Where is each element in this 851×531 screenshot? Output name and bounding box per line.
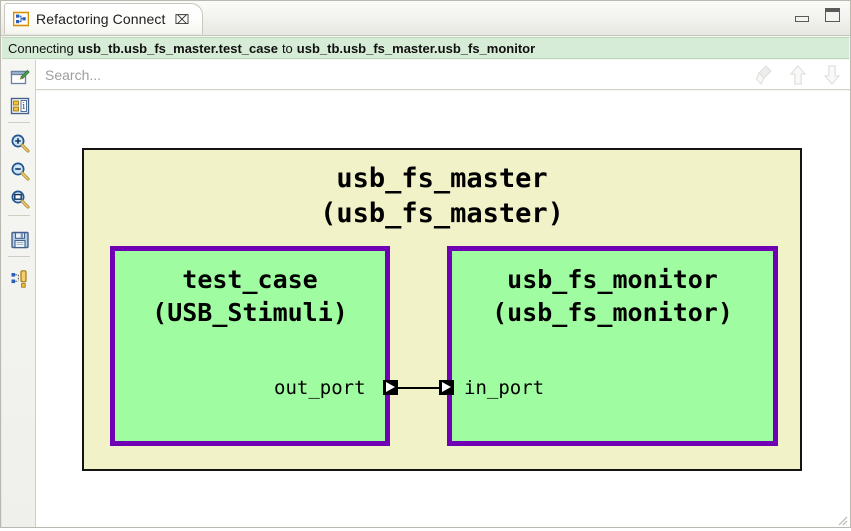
status-source-path: usb_tb.usb_fs_master.test_case <box>77 40 278 56</box>
zoom-in-icon[interactable] <box>10 133 30 153</box>
out-port-label: out_port <box>274 377 366 399</box>
right-block-title: usb_fs_monitor (usb_fs_monitor) <box>452 264 773 329</box>
outer-block-name: usb_fs_master <box>336 163 548 194</box>
search-actions <box>754 64 842 86</box>
left-block-name: test_case <box>182 265 318 294</box>
maximize-button[interactable] <box>825 8 840 22</box>
in-port-label: in_port <box>464 377 545 399</box>
left-block-type: (USB_Stimuli) <box>152 297 348 327</box>
block-test-case[interactable]: test_case (USB_Stimuli) <box>110 246 390 446</box>
save-icon[interactable] <box>10 230 30 250</box>
right-block-type: (usb_fs_monitor) <box>492 297 733 327</box>
tab-refactoring-connect[interactable]: Refactoring Connect ⌧ <box>4 3 203 34</box>
minimize-button[interactable] <box>795 16 809 22</box>
out-port-marker[interactable] <box>383 380 398 395</box>
block-usb-fs-master[interactable]: usb_fs_master(usb_fs_master) test_case (U… <box>82 148 802 471</box>
properties-icon[interactable]: i <box>10 96 30 116</box>
zoom-fit-icon[interactable] <box>10 189 30 209</box>
diagram-canvas[interactable]: usb_fs_master(usb_fs_master) test_case (U… <box>36 91 850 527</box>
toolbar-separator <box>8 215 30 216</box>
tab-bar-divider <box>1 35 850 36</box>
right-block-name: usb_fs_monitor <box>507 265 718 294</box>
outer-block-title: usb_fs_master(usb_fs_master) <box>84 162 800 231</box>
zoom-out-icon[interactable] <box>10 161 30 181</box>
status-prefix: Connecting <box>8 40 74 56</box>
previous-match-icon[interactable] <box>788 64 808 86</box>
toolbar-separator <box>8 256 30 257</box>
clear-search-icon[interactable] <box>754 64 774 86</box>
outer-block-type: (usb_fs_master) <box>320 197 564 229</box>
new-diagram-icon[interactable] <box>10 68 30 88</box>
next-match-icon[interactable] <box>822 64 842 86</box>
search-input[interactable] <box>43 61 727 88</box>
resize-grip[interactable] <box>836 513 848 526</box>
refactoring-connect-icon <box>12 11 30 27</box>
left-toolbar: i <box>2 60 36 527</box>
connection-line[interactable] <box>398 387 439 389</box>
status-banner: Connecting usb_tb.usb_fs_master.test_cas… <box>2 37 849 59</box>
in-port-marker[interactable] <box>439 380 454 395</box>
toolbar-separator <box>8 122 30 123</box>
tab-label: Refactoring Connect <box>36 11 166 27</box>
block-usb-fs-monitor[interactable]: usb_fs_monitor (usb_fs_monitor) <box>447 246 778 446</box>
close-icon[interactable]: ⌧ <box>174 11 190 27</box>
status-target-path: usb_tb.usb_fs_master.usb_fs_monitor <box>296 40 536 56</box>
window-controls <box>795 8 840 22</box>
svg-text:i: i <box>22 102 25 112</box>
hierarchy-icon[interactable] <box>10 269 30 289</box>
status-middle: to <box>281 40 293 56</box>
search-bar <box>36 60 850 90</box>
left-block-title: test_case (USB_Stimuli) <box>115 264 385 329</box>
title-bar: Refactoring Connect ⌧ <box>1 1 850 36</box>
